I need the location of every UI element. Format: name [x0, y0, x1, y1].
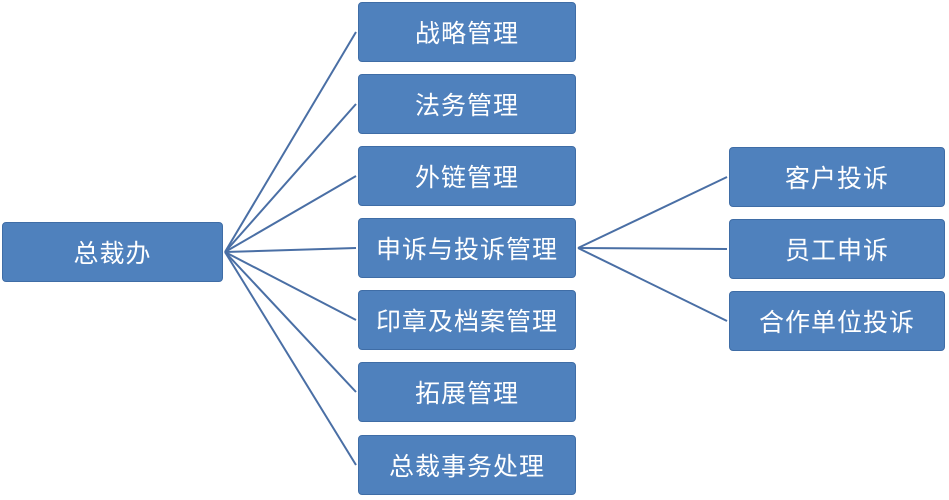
sub-node-label: 客户投诉	[784, 164, 889, 193]
connector-root-to-external	[224, 175, 357, 253]
department-node-expansion: 拓展管理	[358, 362, 576, 422]
sub-node-employee-appeals: 员工申诉	[729, 219, 945, 279]
department-label: 法务管理	[414, 91, 519, 120]
department-node-seals-archives: 印章及档案管理	[358, 290, 576, 350]
sub-node-customer-complaints: 客户投诉	[729, 147, 945, 207]
connector-complaints-to-customer	[577, 176, 728, 249]
department-label: 总裁事务处理	[388, 452, 545, 481]
connector-complaints-to-employee	[577, 247, 728, 250]
department-label: 印章及档案管理	[375, 307, 558, 336]
department-label: 外链管理	[414, 163, 519, 192]
sub-node-label: 员工申诉	[784, 236, 889, 265]
department-node-complaints: 申诉与投诉管理	[358, 218, 576, 278]
connector-complaints-to-partner	[577, 247, 728, 322]
root-node-label: 总裁办	[73, 239, 152, 268]
department-label: 申诉与投诉管理	[375, 235, 558, 264]
department-node-external-links: 外链管理	[358, 146, 576, 206]
department-label: 战略管理	[414, 19, 519, 48]
connector-root-to-seals	[224, 251, 357, 321]
connector-root-to-expansion	[224, 251, 357, 393]
connector-root-to-affairs	[224, 251, 357, 466]
connector-root-to-complaints	[224, 247, 357, 253]
sub-node-partner-complaints: 合作单位投诉	[729, 291, 945, 351]
department-node-strategy: 战略管理	[358, 2, 576, 62]
department-node-legal: 法务管理	[358, 74, 576, 134]
connector-root-to-legal	[224, 103, 357, 253]
department-node-president-affairs: 总裁事务处理	[358, 435, 576, 495]
connector-root-to-strategy	[224, 31, 357, 253]
sub-node-label: 合作单位投诉	[758, 308, 915, 337]
department-label: 拓展管理	[414, 379, 519, 408]
root-node-president-office: 总裁办	[2, 222, 223, 282]
